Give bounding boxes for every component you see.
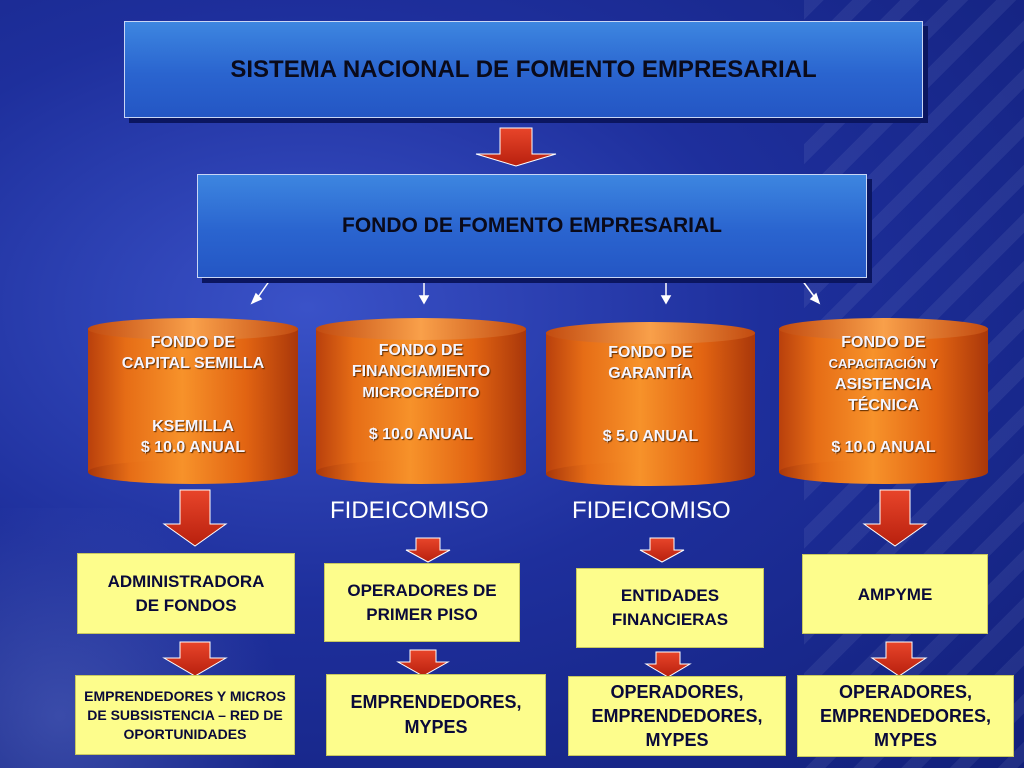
cylinder-capital-semilla: FONDO DE CAPITAL SEMILLA KSEMILLA $ 10.0… [88, 318, 298, 484]
beneficiary-box-4: OPERADORES, EMPRENDEDORES, MYPES [797, 675, 1014, 757]
beneficiary-box-1: EMPRENDEDORES Y MICROS DE SUBSISTENCIA –… [75, 675, 295, 755]
title-box: SISTEMA NACIONAL DE FOMENTO EMPRESARIAL [124, 21, 923, 118]
cylinder-garantia: FONDO DE GARANTÍA $ 5.0 ANUAL [546, 322, 755, 486]
page-title: SISTEMA NACIONAL DE FOMENTO EMPRESARIAL [230, 55, 817, 83]
operator-box-admin: ADMINISTRADORA DE FONDOS [77, 553, 295, 634]
arrow-down-2 [405, 537, 451, 563]
cylinder-text: FONDO DE FINANCIAMIENTO MICROCRÉDITO $ 1… [351, 342, 491, 443]
connector-arrows [250, 279, 821, 305]
beneficiary-label: EMPRENDEDORES Y MICROS DE SUBSISTENCIA –… [84, 687, 286, 742]
beneficiary-box-2: EMPRENDEDORES, MYPES [326, 674, 546, 756]
arrow-down-b2 [396, 649, 450, 677]
operator-box-ampyme: AMPYME [802, 554, 988, 634]
beneficiary-label: OPERADORES, EMPRENDEDORES, MYPES [591, 682, 763, 750]
operator-box-primer-piso: OPERADORES DE PRIMER PISO [324, 563, 520, 642]
operator-label: ENTIDADES FINANCIERAS [611, 586, 729, 629]
fondo-title: FONDO DE FOMENTO EMPRESARIAL [342, 214, 722, 237]
arrow-down-1 [162, 489, 228, 547]
cylinder-text: FONDO DE CAPACITACIÓN Y ASISTENCIA TÉCNI… [828, 334, 939, 456]
operator-box-entidades: ENTIDADES FINANCIERAS [576, 568, 764, 648]
fideicomiso-label: FIDEICOMISO [572, 497, 731, 524]
cylinder-text: FONDO DE GARANTÍA $ 5.0 ANUAL [602, 344, 699, 445]
operator-label: AMPYME [857, 585, 933, 604]
operator-label: OPERADORES DE PRIMER PISO [347, 580, 497, 624]
arrow-down-b1 [162, 641, 228, 677]
beneficiary-label: EMPRENDEDORES, MYPES [350, 692, 522, 737]
cylinder-capacitacion: FONDO DE CAPACITACIÓN Y ASISTENCIA TÉCNI… [779, 318, 988, 484]
arrow-down-3 [639, 537, 685, 563]
arrow-down-b4 [870, 641, 928, 677]
cylinder-text: FONDO DE CAPITAL SEMILLA KSEMILLA $ 10.0… [121, 334, 265, 456]
beneficiary-label: OPERADORES, EMPRENDEDORES, MYPES [819, 682, 992, 750]
cylinder-financiamiento: FONDO DE FINANCIAMIENTO MICROCRÉDITO $ 1… [316, 318, 526, 484]
arrow-down-4 [862, 489, 928, 547]
operator-label: ADMINISTRADORA DE FONDOS [107, 571, 265, 615]
fondo-box: FONDO DE FOMENTO EMPRESARIAL [197, 174, 867, 278]
beneficiary-box-3: OPERADORES, EMPRENDEDORES, MYPES [568, 676, 786, 756]
arrow-down-b3 [644, 651, 692, 678]
fideicomiso-label: FIDEICOMISO [330, 497, 489, 524]
arrow-sistema-fondo [475, 127, 557, 167]
